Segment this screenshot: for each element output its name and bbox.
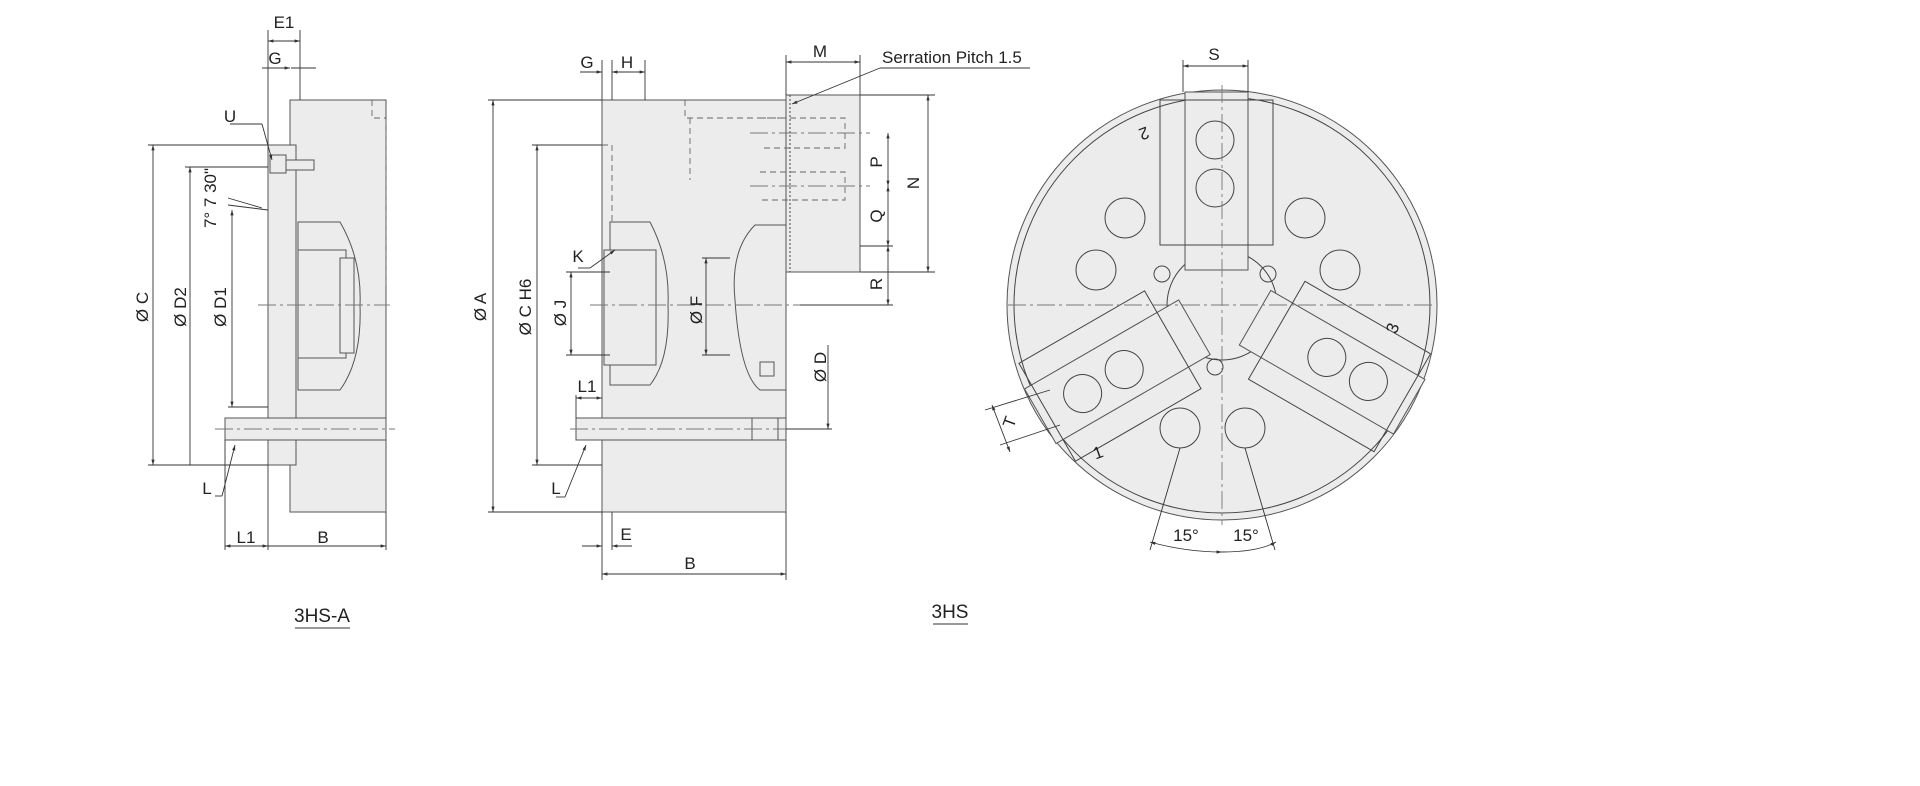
label-m: M [813, 42, 827, 61]
label-dia-c-h6: Ø C H6 [516, 279, 535, 336]
jaw-2 [1238, 280, 1432, 453]
caption-3hs: 3HS [932, 602, 969, 623]
label-e1: E1 [274, 13, 295, 32]
label-r: R [867, 278, 886, 290]
label-t: T [999, 414, 1020, 430]
caption-3hs-a: 3HS-A [294, 606, 350, 627]
label-b: B [317, 528, 328, 547]
bolt-head [269, 154, 287, 174]
label-q: Q [867, 209, 886, 222]
label-b: B [684, 554, 695, 573]
label-p: P [867, 156, 886, 167]
label-angle-right: 15° [1233, 526, 1259, 545]
label-l1: L1 [237, 528, 256, 547]
label-dia-a: Ø A [471, 292, 490, 321]
mounting-bolts [1075, 197, 1361, 449]
label-n: N [904, 177, 923, 189]
label-taper-angle: 7° 7 30" [201, 168, 220, 228]
label-serration-pitch: Serration Pitch 1.5 [882, 48, 1022, 67]
label-g: G [268, 49, 281, 68]
label-dia-c: Ø C [133, 292, 152, 322]
jaw-3 [1018, 290, 1211, 462]
jaw [785, 94, 861, 273]
label-angle-left: 15° [1173, 526, 1199, 545]
label-h: H [621, 53, 633, 72]
jaw-1 [1159, 91, 1274, 271]
label-dia-d: Ø D [811, 352, 830, 382]
label-l: L [202, 479, 211, 498]
label-dia-f: Ø F [687, 296, 706, 324]
label-k: K [572, 247, 584, 266]
label-g: G [580, 53, 593, 72]
view-3hs-a: E1 G U Ø C Ø D2 Ø D1 7° 7 30" L L1 B 3HS… [133, 13, 395, 629]
label-s: S [1208, 45, 1219, 64]
label-u: U [224, 107, 236, 126]
view-front: S T 15° 15° 1 2 3 [984, 45, 1438, 554]
view-3hs-side: G H M Serration Pitch 1.5 Ø A Ø C H6 K Ø… [471, 42, 1030, 625]
label-l1: L1 [578, 377, 597, 396]
label-e: E [620, 525, 631, 544]
label-dia-d1: Ø D1 [211, 287, 230, 327]
label-dia-d2: Ø D2 [171, 287, 190, 327]
label-l: L [551, 479, 560, 498]
label-dia-j: Ø J [551, 300, 570, 326]
